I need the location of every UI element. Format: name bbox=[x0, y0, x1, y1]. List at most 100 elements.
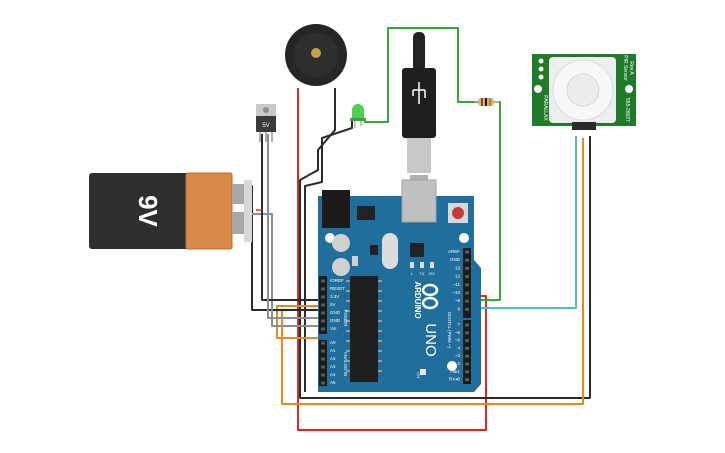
digital-pin-hole[interactable] bbox=[465, 307, 469, 311]
battery-9v[interactable]: 9V bbox=[89, 172, 252, 250]
led-green[interactable] bbox=[350, 104, 366, 128]
digital-pin-label: RX◂0 bbox=[449, 377, 461, 382]
digital-pin-label: ~11 bbox=[453, 282, 461, 287]
analog-pin-hole[interactable] bbox=[321, 349, 325, 353]
digital-header-bottom[interactable] bbox=[463, 320, 471, 384]
wires bbox=[244, 27, 591, 431]
digital-pin-hole[interactable] bbox=[465, 339, 469, 343]
analog-pin-hole[interactable] bbox=[321, 341, 325, 345]
usb-cable bbox=[402, 32, 436, 181]
atmega-pins bbox=[346, 280, 382, 372]
wire-regulator-2 bbox=[267, 134, 318, 319]
power-header-title: POWER bbox=[343, 309, 348, 327]
wire-red-buzzer bbox=[297, 88, 487, 431]
wire-black-led bbox=[304, 120, 353, 392]
led-label-rx: RX bbox=[429, 271, 435, 276]
analog-pin-hole[interactable] bbox=[321, 373, 325, 377]
on-label: ON bbox=[416, 372, 421, 378]
digital-pin-hole[interactable] bbox=[465, 323, 469, 327]
power-pin-labels: IOREF RESET 3.3V 5V GND GND Vin bbox=[321, 278, 345, 331]
analog-pin-label: A3 bbox=[330, 364, 336, 369]
pir-model: Rev A bbox=[628, 61, 634, 75]
analog-pin-hole[interactable] bbox=[321, 365, 325, 369]
power-pin-hole[interactable] bbox=[321, 303, 325, 307]
digital-pin-hole[interactable] bbox=[465, 299, 469, 303]
power-pin-label: 3.3V bbox=[330, 294, 339, 299]
led-label-tx: TX bbox=[419, 271, 424, 276]
digital-pin-label: ~5 bbox=[455, 338, 461, 343]
power-pin-label: RESET bbox=[330, 286, 345, 291]
analog-header[interactable] bbox=[319, 340, 327, 386]
digital-pin-label: 2 bbox=[457, 361, 460, 366]
voltage-regulator[interactable]: 5V bbox=[256, 104, 276, 142]
digital-pin-label: ~3 bbox=[455, 353, 461, 358]
digital-pin-label: 4 bbox=[457, 345, 460, 350]
digital-pin-label: 13 bbox=[455, 265, 461, 270]
digital-pin-hole[interactable] bbox=[465, 331, 469, 335]
power-pin-label: IOREF bbox=[330, 278, 344, 283]
wire-black-buzzer bbox=[299, 88, 591, 399]
arduino-uno-board[interactable]: ARDUINO UNO ON L TX RX IOREFRESET3.3V5VG… bbox=[318, 179, 481, 392]
digital-pin-hole[interactable] bbox=[465, 354, 469, 358]
resistor[interactable] bbox=[474, 98, 500, 106]
digital-pin-label: ~6 bbox=[455, 330, 461, 335]
digital-pin-hole[interactable] bbox=[465, 266, 469, 270]
digital-pin-hole[interactable] bbox=[465, 378, 469, 382]
power-pin-hole[interactable] bbox=[321, 311, 325, 315]
arduino-model: UNO bbox=[422, 323, 439, 356]
piezo-buzzer[interactable] bbox=[285, 24, 347, 86]
wire-black-batt bbox=[244, 185, 318, 311]
digital-pin-hole[interactable] bbox=[465, 258, 469, 262]
digital-pin-hole[interactable] bbox=[465, 275, 469, 279]
digital-pin-label: AREF bbox=[448, 249, 460, 254]
arduino-logo-icon bbox=[421, 283, 439, 310]
status-leds: L TX RX bbox=[410, 262, 435, 276]
digital-pin-label: ~10 bbox=[452, 290, 460, 295]
analog-pin-label: A5 bbox=[330, 380, 336, 385]
pir-title: PIR Sensor bbox=[622, 55, 628, 81]
wire-green-led bbox=[364, 27, 478, 123]
power-pin-hole[interactable] bbox=[321, 295, 325, 299]
digital-pin-hole[interactable] bbox=[465, 250, 469, 254]
analog-pin-label: A2 bbox=[330, 356, 336, 361]
digital-pin-label: 7 bbox=[457, 322, 460, 327]
digital-pin-labels: AREF GND 13 12 ~11 ~10 ~9 8 7 ~6 ~5 4 ~3 2TX▸1RX◂0 bbox=[448, 249, 469, 382]
wire-orange-2 bbox=[276, 305, 318, 339]
digital-header-title: DIGITAL (PWM ~) bbox=[447, 312, 452, 349]
digital-pin-hole[interactable] bbox=[465, 283, 469, 287]
wire-teal-pir bbox=[474, 136, 577, 309]
digital-pin-hole[interactable] bbox=[465, 346, 469, 350]
digital-pin-hole[interactable] bbox=[465, 370, 469, 374]
pir-left-text: PARALLAX bbox=[542, 95, 548, 121]
power-pin-label: GND bbox=[330, 318, 341, 323]
power-pin-hole[interactable] bbox=[321, 327, 325, 331]
digital-pin-label: 12 bbox=[455, 274, 461, 279]
analog-pin-hole[interactable] bbox=[321, 357, 325, 361]
power-pin-hole[interactable] bbox=[321, 279, 325, 283]
analog-pin-hole[interactable] bbox=[321, 381, 325, 385]
digital-pin-label: 8 bbox=[457, 306, 460, 311]
power-pin-hole[interactable] bbox=[321, 287, 325, 291]
digital-pin-label: TX▸1 bbox=[449, 369, 460, 374]
digital-pin-hole[interactable] bbox=[465, 291, 469, 295]
wire-regulator-1 bbox=[261, 134, 318, 301]
battery-label: 9V bbox=[133, 195, 163, 227]
pir-right-text: 555-28027 bbox=[624, 98, 630, 122]
digital-pin-label: GND bbox=[450, 257, 461, 262]
pir-sensor[interactable]: PARALLAX PIR Sensor Rev A 555-28027 bbox=[532, 54, 636, 130]
analog-pin-label: A1 bbox=[330, 348, 336, 353]
digital-pin-label: ~9 bbox=[455, 298, 461, 303]
analog-header-title: ANALOG IN bbox=[343, 352, 348, 377]
power-pin-label: GND bbox=[330, 310, 341, 315]
analog-pin-label: A4 bbox=[330, 372, 336, 377]
led-label-l: L bbox=[411, 271, 414, 276]
wire-gray-batt bbox=[244, 213, 318, 327]
power-pin-label: 5V bbox=[330, 302, 336, 307]
digital-header-top[interactable] bbox=[463, 248, 471, 318]
power-pin-label: Vin bbox=[330, 326, 337, 331]
regulator-label: 5V bbox=[262, 123, 269, 129]
power-pin-hole[interactable] bbox=[321, 319, 325, 323]
digital-pin-hole[interactable] bbox=[465, 362, 469, 366]
